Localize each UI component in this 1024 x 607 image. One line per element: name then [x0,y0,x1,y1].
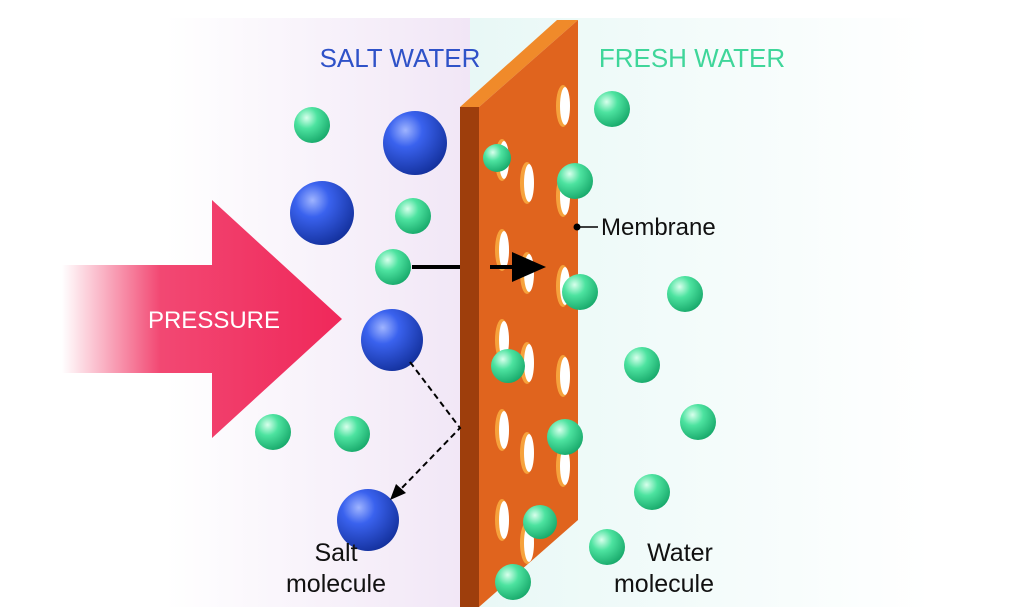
water-molecule [375,249,411,285]
salt-molecule-label-line2: molecule [286,570,386,598]
membrane [460,20,578,607]
pressure-label: PRESSURE [148,307,280,334]
water-molecule [491,349,525,383]
water-molecule-label-line1: Water [647,539,713,567]
water-molecule [523,505,557,539]
membrane-side [460,107,479,607]
membrane-pointer [573,223,598,231]
salt-molecule [383,111,447,175]
membrane-pore [556,445,570,487]
water-molecule [589,529,625,565]
water-molecule [680,404,716,440]
membrane-pore [556,355,570,397]
membrane-pore [520,342,534,384]
salt-water-label: SALT WATER [320,43,481,73]
water-molecule [624,347,660,383]
membrane-pore [495,229,509,271]
water-molecule [294,107,330,143]
salt-molecule [290,181,354,245]
membrane-pore [556,85,570,127]
water-molecule [594,91,630,127]
water-molecule [495,564,531,600]
water-molecule [255,414,291,450]
salt-molecule [337,489,399,551]
water-molecule [334,416,370,452]
membrane-label: Membrane [601,214,716,241]
salt-rejection-arrow-icon [390,361,462,500]
water-molecule [395,198,431,234]
membrane-pore [495,409,509,451]
pressure-arrow-icon [62,200,342,438]
molecules [255,91,716,600]
water-molecule-label-line2: molecule [614,570,714,598]
water-molecule [667,276,703,312]
membrane-pore [520,162,534,204]
water-molecule [547,419,583,455]
water-molecule [562,274,598,310]
water-molecule [557,163,593,199]
water-molecule [483,144,511,172]
salt-molecule-label-line1: Salt [314,539,357,567]
water-molecule [634,474,670,510]
membrane-pore [495,499,509,541]
water-flow-arrow-icon [412,252,546,282]
membrane-top [460,20,578,107]
salt-molecule [361,309,423,371]
fresh-water-label: FRESH WATER [599,43,785,73]
membrane-pore [520,432,534,474]
